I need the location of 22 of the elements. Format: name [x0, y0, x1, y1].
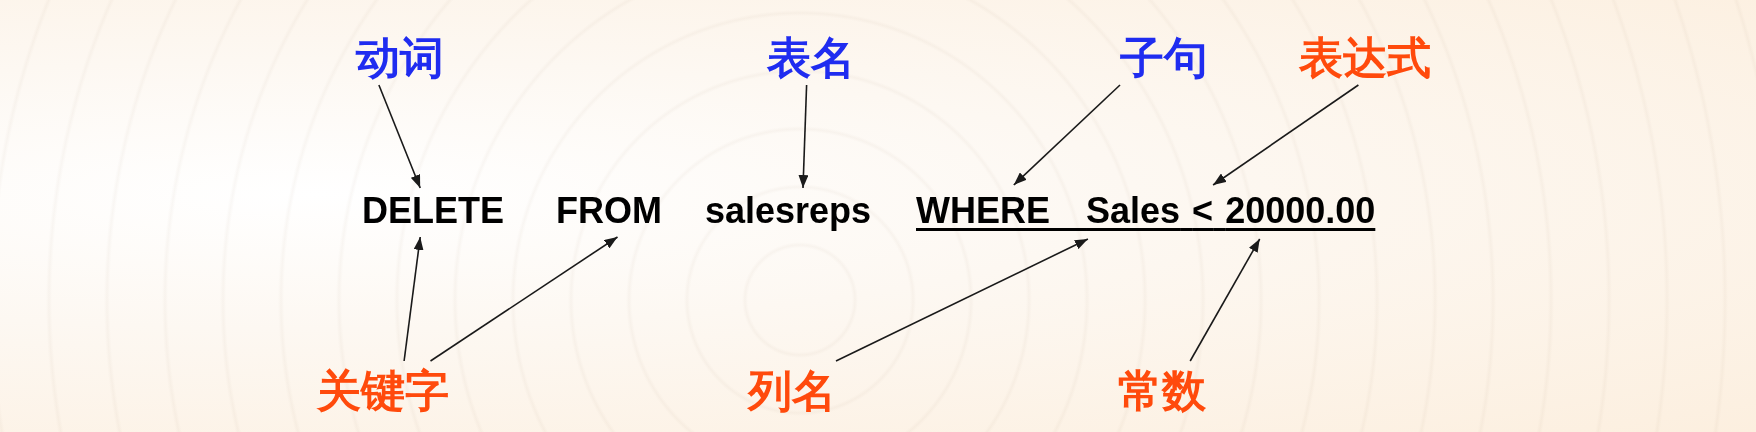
- annotation-label: 动词: [356, 36, 444, 80]
- arrow: [378, 84, 421, 189]
- annotation-label: 常数: [1118, 369, 1206, 413]
- sql-token: WHERE: [916, 190, 1050, 231]
- arrow: [835, 238, 1089, 362]
- arrow: [429, 236, 619, 362]
- annotation-label: 表名: [767, 36, 855, 80]
- arrow: [1189, 238, 1261, 362]
- arrow: [403, 236, 424, 362]
- annotation-label: 表达式: [1299, 36, 1431, 80]
- annotation-label: 关键字: [317, 369, 449, 413]
- arrow: [1212, 84, 1360, 186]
- sql-token: FROM: [556, 193, 662, 229]
- arrow: [798, 84, 809, 189]
- sql-token: Sales: [1086, 190, 1181, 231]
- sql-token: 20000.00: [1225, 190, 1376, 231]
- annotation-label: 子句: [1120, 36, 1208, 80]
- sql-token: <: [1192, 190, 1214, 231]
- sql-token: salesreps: [705, 193, 872, 229]
- arrow: [1013, 84, 1121, 186]
- annotation-label: 列名: [748, 369, 836, 413]
- sql-token: DELETE: [362, 193, 504, 229]
